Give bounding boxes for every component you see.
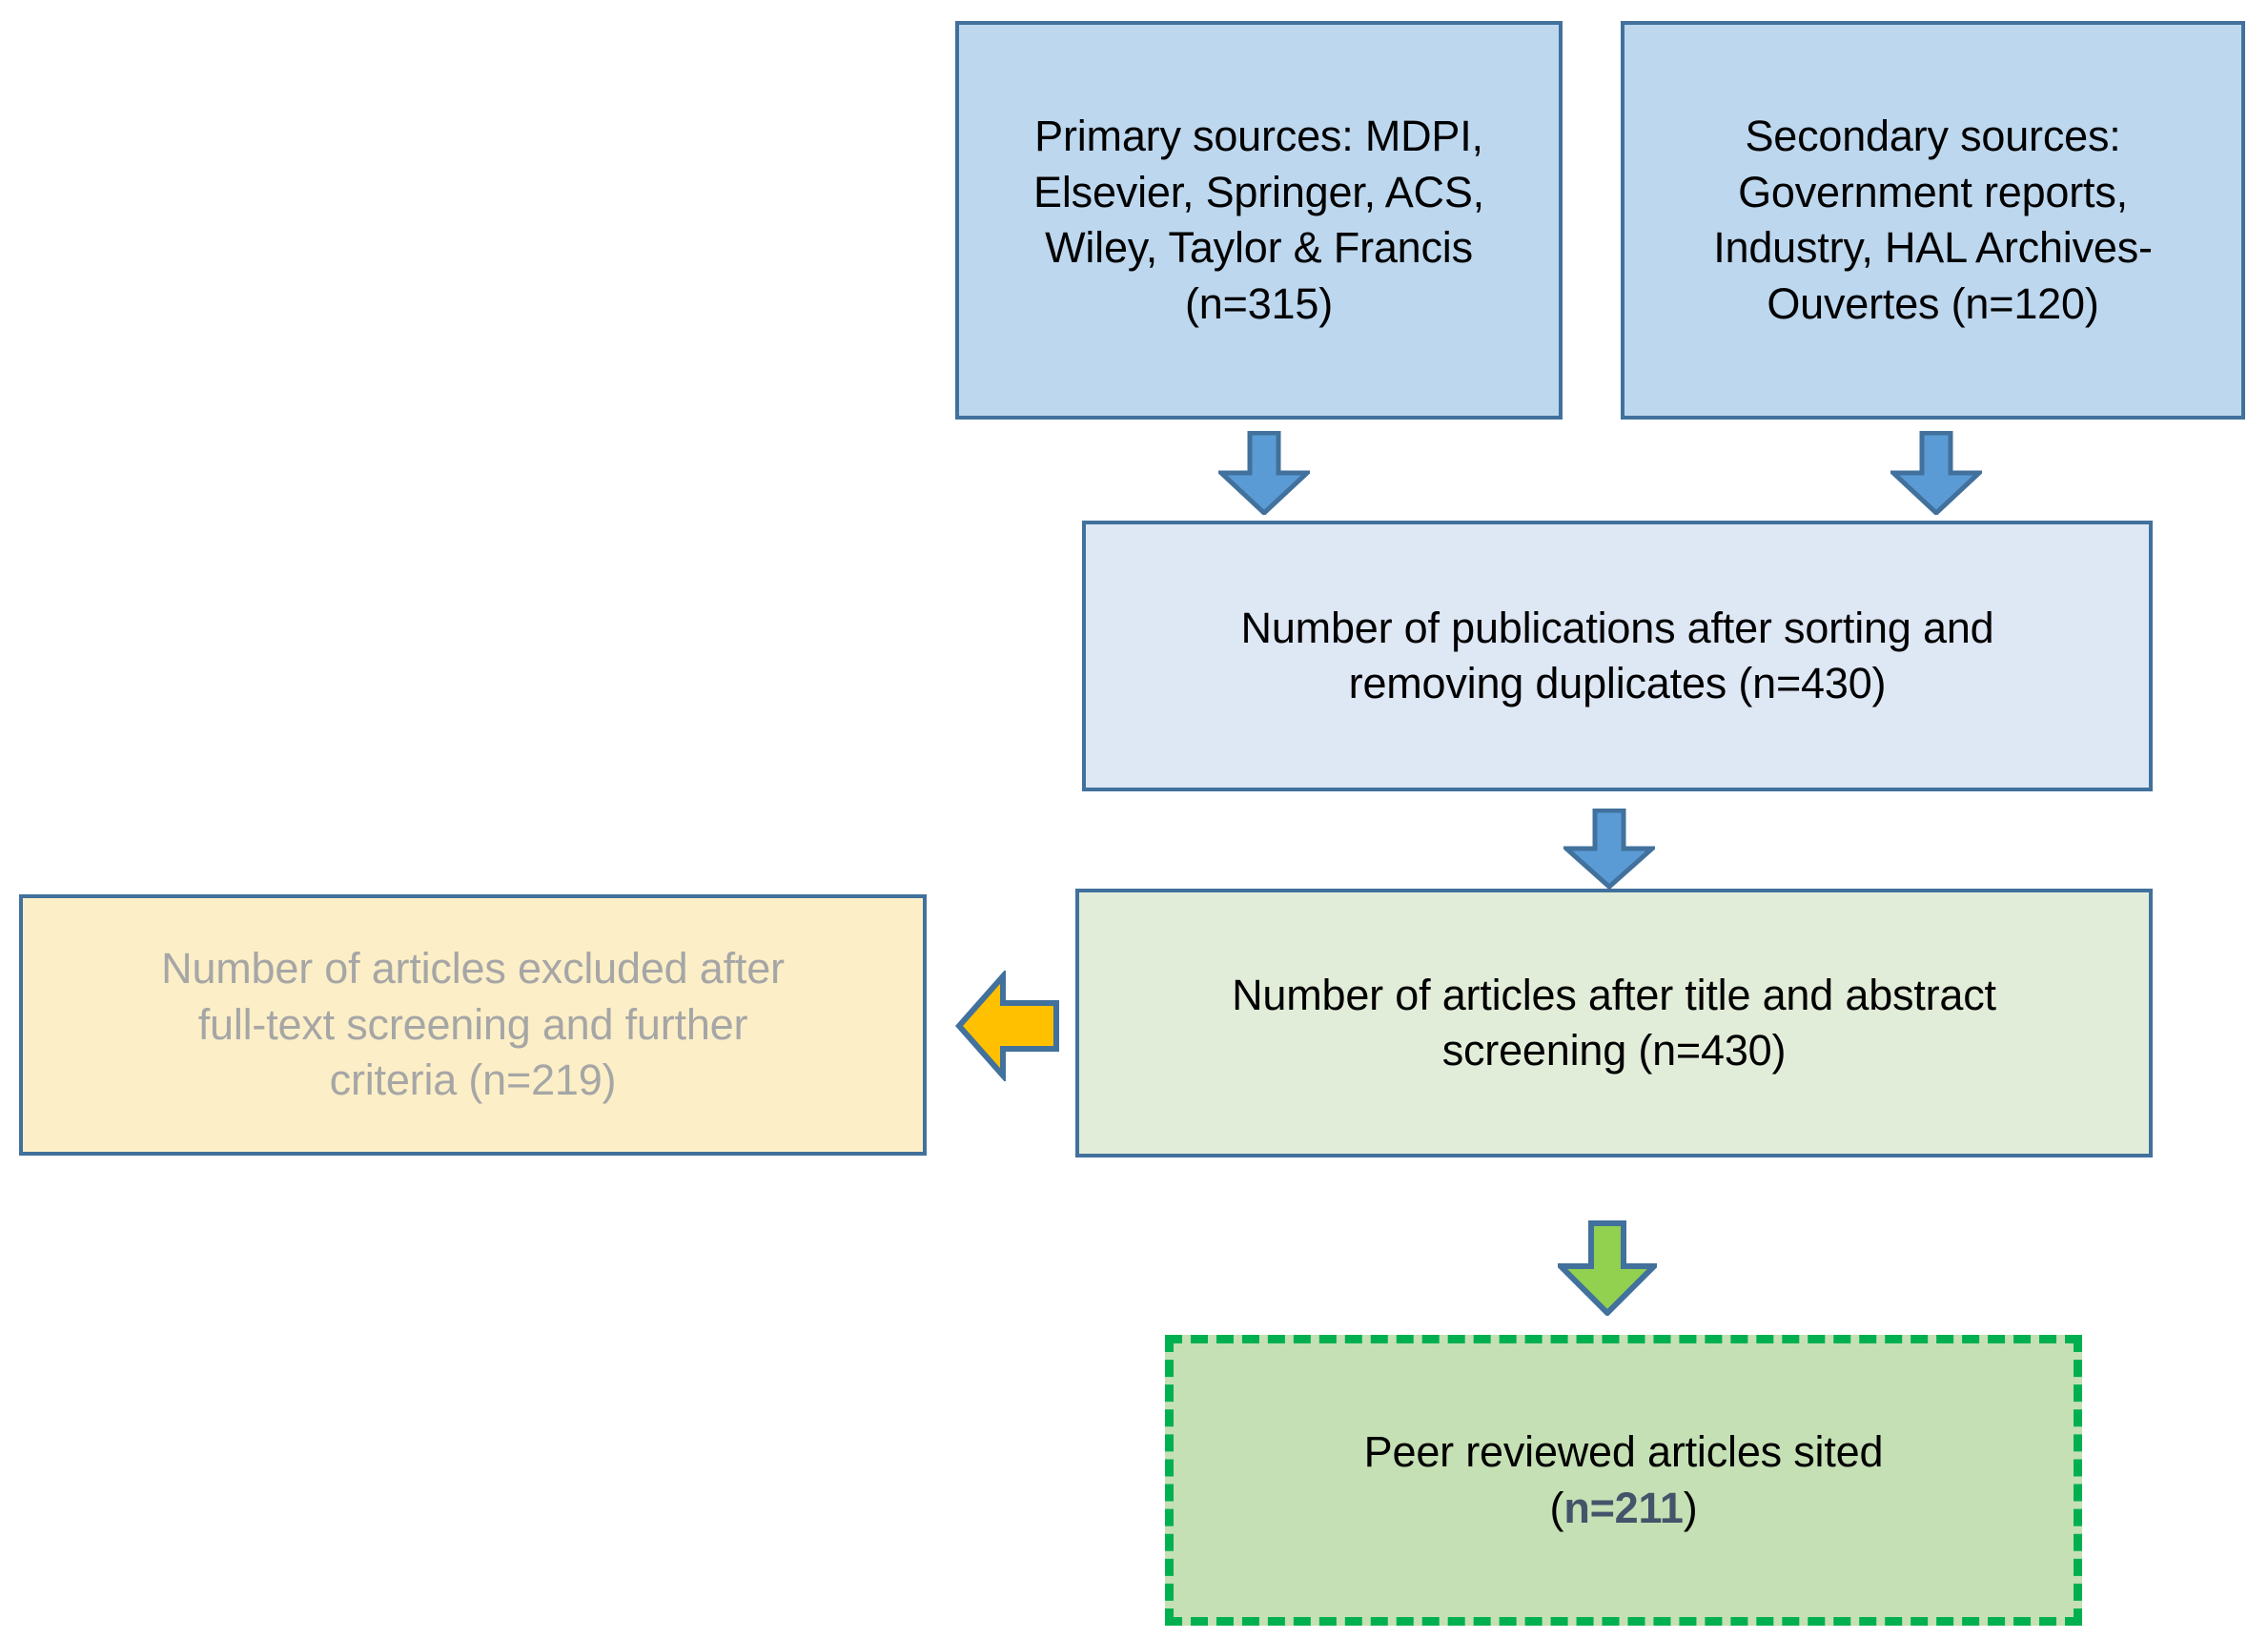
cited-paren-close: ) <box>1683 1483 1698 1532</box>
node-after-title-abstract-screening: Number of articles after title and abstr… <box>1075 889 2153 1158</box>
arrow-left-icon-screening-to-excluded <box>955 971 1059 1081</box>
after-deduplication-label: Number of publications after sorting and… <box>1240 603 1994 708</box>
arrow-down-icon-secondary-to-dedup <box>1890 431 1982 515</box>
arrow-down-icon-dedup-to-screening <box>1563 809 1655 889</box>
node-peer-reviewed-articles-cited: Peer reviewed articles sited (n=211) <box>1165 1335 2082 1626</box>
cited-paren-open: ( <box>1549 1483 1564 1532</box>
arrow-down-icon-primary-to-dedup <box>1218 431 1310 515</box>
cited-count: n=211 <box>1563 1483 1684 1532</box>
arrow-down-icon-screening-to-cited <box>1558 1220 1657 1316</box>
node-secondary-sources: Secondary sources: Government reports, I… <box>1621 21 2245 420</box>
peer-reviewed-cited-label: Peer reviewed articles sited (n=211) <box>1187 1424 2060 1536</box>
after-screening-label: Number of articles after title and abstr… <box>1232 970 1996 1076</box>
node-primary-sources: Primary sources: MDPI, Elsevier, Springe… <box>955 21 1563 420</box>
node-after-deduplication: Number of publications after sorting and… <box>1082 521 2153 791</box>
node-articles-excluded: Number of articles excluded after full-t… <box>19 894 927 1156</box>
secondary-sources-label: Secondary sources: Government reports, I… <box>1713 112 2153 328</box>
cited-line1: Peer reviewed articles sited <box>1363 1427 1884 1476</box>
articles-excluded-label: Number of articles excluded after full-t… <box>161 944 785 1105</box>
primary-sources-label: Primary sources: MDPI, Elsevier, Springe… <box>1033 112 1484 328</box>
